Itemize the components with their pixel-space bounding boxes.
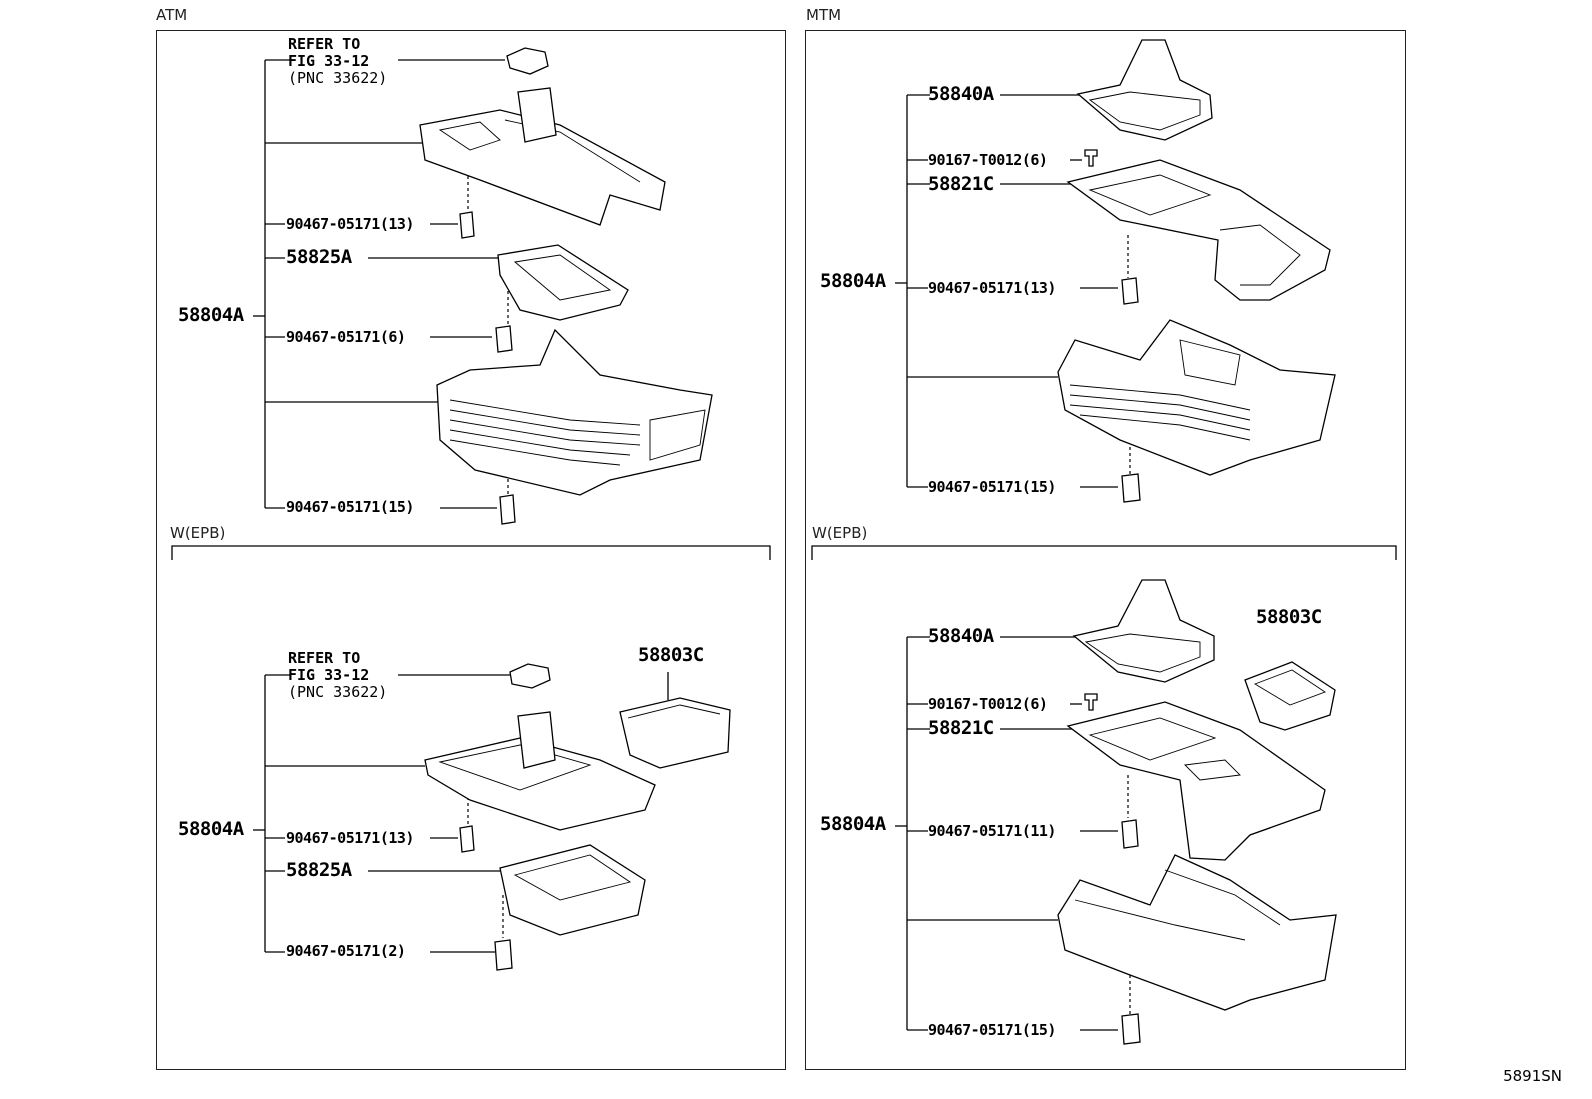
- mtm-epb-bracket: [811, 545, 1397, 560]
- atm-epb-bracket: [171, 545, 771, 560]
- mtm-part-clip-15: 90467-05171(15): [928, 478, 1056, 496]
- shift-panel-58821c: [1066, 159, 1331, 301]
- atm-assembly-code: 58804A: [178, 304, 244, 326]
- atm-epb-assembly-code: 58804A: [178, 818, 244, 840]
- clip-15: [499, 494, 516, 525]
- shift-boot-58840a-epb: [1072, 579, 1215, 683]
- inner-box-58825a-epb: [499, 844, 646, 936]
- atm-label: ATM: [156, 6, 188, 24]
- shift-panel-58821c-epb: [1066, 701, 1326, 861]
- atm-epb-parts: [424, 663, 731, 971]
- mtm-part-clip-13: 90467-05171(13): [928, 279, 1056, 297]
- figure-id: 5891SN: [1503, 1067, 1562, 1085]
- mtm-part-screw-6: 90167-T0012(6): [928, 151, 1048, 169]
- atm-part-clip-6: 90467-05171(6): [286, 328, 406, 346]
- mtm-epb-parts: [1057, 579, 1337, 1045]
- clip-15-mtm-epb: [1121, 1013, 1141, 1045]
- screw-6-epb: [1084, 693, 1098, 711]
- atm-part-clip-13: 90467-05171(13): [286, 215, 414, 233]
- atm-part-clip-15: 90467-05171(15): [286, 498, 414, 516]
- mtm-part-58821c: 58821C: [928, 173, 994, 195]
- clip-15-mtm: [1121, 473, 1141, 503]
- mtm-epb-part-clip-11: 90467-05171(11): [928, 822, 1056, 840]
- mtm-parts: [1057, 39, 1336, 503]
- clip-13-epb: [459, 825, 475, 853]
- shift-boot-epb: [517, 711, 556, 769]
- cup-holder-58803c: [619, 697, 731, 769]
- mtm-frame: [805, 30, 1406, 1070]
- mtm-epb-label: W(EPB): [812, 524, 868, 542]
- clip-2: [494, 939, 513, 971]
- mtm-epb-part-58840a: 58840A: [928, 625, 994, 647]
- atm-leaders: [253, 59, 509, 509]
- mtm-epb-leaders: [895, 636, 1131, 1031]
- atm-epb-label: W(EPB): [170, 524, 226, 542]
- shift-knob-cap: [506, 47, 549, 75]
- atm-part-58825a: 58825A: [286, 246, 352, 268]
- atm-epb-part-clip-13: 90467-05171(13): [286, 829, 414, 847]
- clip-13-mtm: [1121, 277, 1139, 305]
- inner-box-58825a: [497, 244, 629, 321]
- cup-holder-58803c-mtm: [1244, 661, 1336, 731]
- mtm-epb-part-58821c: 58821C: [928, 717, 994, 739]
- mtm-epb-part-58803c: 58803C: [1256, 606, 1322, 628]
- mtm-assembly-code: 58804A: [820, 270, 886, 292]
- atm-epb-part-clip-2: 90467-05171(2): [286, 942, 406, 960]
- mtm-label: MTM: [806, 6, 842, 24]
- screw-6: [1084, 149, 1098, 167]
- mtm-epb-assembly-code: 58804A: [820, 813, 886, 835]
- atm-epb-part-58825a: 58825A: [286, 859, 352, 881]
- atm-epb-leaders: [253, 672, 669, 953]
- lower-console-mtm: [1057, 319, 1336, 476]
- lower-console-mtm-epb: [1057, 854, 1337, 1011]
- shift-boot: [517, 87, 557, 143]
- atm-parts: [419, 47, 713, 525]
- lower-console-body: [436, 328, 713, 496]
- atm-frame: [156, 30, 786, 1070]
- shift-knob-cap-epb: [509, 663, 551, 689]
- mtm-epb-part-clip-15: 90467-05171(15): [928, 1021, 1056, 1039]
- clip-13: [459, 211, 475, 239]
- clip-6: [495, 325, 513, 353]
- clip-11: [1121, 819, 1139, 849]
- shift-boot-58840a: [1076, 39, 1213, 141]
- mtm-part-58840a: 58840A: [928, 83, 994, 105]
- mtm-epb-part-screw-6: 90167-T0012(6): [928, 695, 1048, 713]
- atm-epb-part-58803c: 58803C: [638, 644, 704, 666]
